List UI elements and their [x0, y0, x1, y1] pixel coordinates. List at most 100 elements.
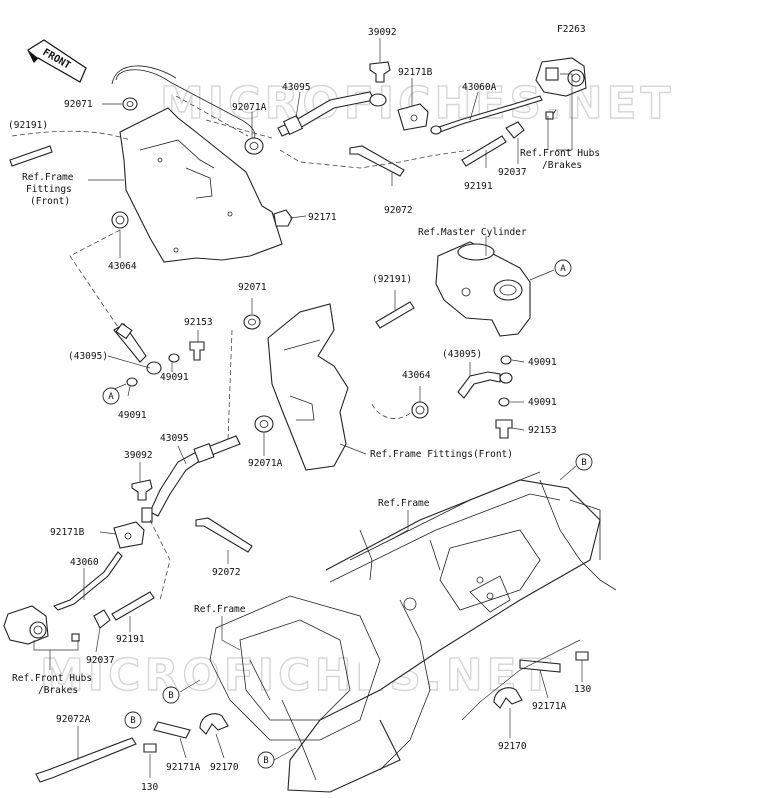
label-92170-right: 92170	[498, 741, 527, 752]
cable-tie-92072-mid	[195, 517, 253, 553]
label-130-right: 130	[574, 684, 591, 695]
label-ref-front-hubs-top-2: /Brakes	[542, 160, 582, 171]
label-49091-right-a: 49091	[528, 357, 557, 368]
label-92153-left: 92153	[184, 317, 213, 328]
svg-text:B: B	[168, 691, 173, 701]
grommet-92071A-top	[244, 137, 264, 155]
frame-fitting-bracket-top	[119, 107, 283, 263]
label-92191-bottom: 92191	[116, 634, 145, 645]
label-ref-frame-fittings-3: (Front)	[30, 196, 70, 207]
label-49091-left-a: 49091	[160, 372, 189, 383]
label-92191-top: 92191	[464, 181, 493, 192]
cable-tie-92072-top	[349, 145, 405, 177]
grommet-92071-top	[122, 97, 138, 111]
label-ref-master-cylinder: Ref.Master Cylinder	[418, 227, 527, 238]
tube-92191-bottom	[111, 591, 155, 621]
label-92171A-right: 92171A	[532, 701, 567, 712]
label-43064-top: 43064	[108, 261, 137, 272]
clip-92171	[273, 209, 293, 227]
label-92071-mid: 92071	[238, 282, 267, 293]
label-92170-bottom: 92170	[210, 762, 239, 773]
frame-assembly	[209, 471, 617, 793]
label-39092-mid: 39092	[124, 450, 153, 461]
bolt-130-right	[575, 651, 589, 661]
label-49091-left-b: 49091	[118, 410, 147, 421]
label-92071A-mid: 92071A	[248, 458, 283, 469]
brake-caliper-bottom	[3, 605, 49, 645]
washer-49091-right-b	[498, 397, 510, 407]
label-43095-paren-right: (43095)	[442, 349, 482, 360]
svg-text:B: B	[263, 756, 268, 766]
clamp-92170-bottom	[199, 713, 229, 735]
label-130-bottom: 130	[141, 782, 158, 793]
figure-code: F2263	[557, 24, 586, 35]
callout-b-left: B	[162, 686, 180, 704]
grommet-43064-mid	[411, 401, 429, 419]
label-92153-right: 92153	[528, 425, 557, 436]
frame-fitting-bracket-middle	[267, 303, 349, 471]
leader-lines	[33, 38, 583, 778]
label-92171-top: 92171	[308, 212, 337, 223]
callout-a-left: A	[102, 387, 120, 405]
label-92072-top: 92072	[384, 205, 413, 216]
brake-pipe-43060A	[434, 95, 543, 133]
label-ref-front-hubs-top-1: Ref.Front Hubs	[520, 148, 600, 159]
grommet-92071A-mid	[254, 415, 274, 433]
bracket-92171B-mid	[113, 521, 145, 549]
label-ref-frame-fittings-1: Ref.Frame	[22, 172, 74, 183]
label-92191-paren-mid: (92191)	[372, 274, 412, 285]
label-39092-top: 39092	[368, 27, 397, 38]
callout-b-right: B	[575, 453, 593, 471]
label-49091-right-b: 49091	[528, 397, 557, 408]
bolt-92153-right	[495, 419, 513, 439]
master-cylinder	[435, 241, 531, 337]
bracket-92171B-top	[397, 103, 429, 131]
label-92072-mid: 92072	[212, 567, 241, 578]
cable-tie-92072A	[35, 737, 137, 783]
label-92072A: 92072A	[56, 714, 91, 725]
brake-hose-loop-top	[115, 69, 256, 143]
svg-text:B: B	[581, 458, 586, 468]
label-ref-frame-fittings-front: Ref.Frame Fittings(Front)	[370, 449, 513, 460]
washer-49091-left-b	[126, 377, 138, 387]
tube-92191-left	[9, 145, 53, 167]
label-92171A-bottom: 92171A	[166, 762, 201, 773]
washer-49091-right-a	[500, 355, 512, 365]
bracket-92171A-right	[519, 659, 561, 673]
label-92037-top: 92037	[498, 167, 527, 178]
label-92071A-top: 92071A	[232, 102, 267, 113]
front-arrow-icon: FRONT	[27, 39, 87, 83]
label-43064-mid: 43064	[402, 370, 431, 381]
label-43095-mid: 43095	[160, 433, 189, 444]
label-ref-frame-bottom: Ref.Frame	[194, 604, 246, 615]
bolt-130-bottom	[143, 743, 157, 753]
label-92037-bottom: 92037	[86, 655, 115, 666]
tube-92191-top	[461, 135, 507, 167]
clamp-92170-right	[493, 687, 523, 709]
brake-caliper-top	[535, 57, 587, 97]
bracket-92171A-bottom	[153, 721, 191, 739]
washer-49091-left-a	[168, 353, 180, 363]
label-43095-top: 43095	[282, 82, 311, 93]
svg-text:A: A	[560, 264, 566, 274]
watermark-bottom: MICROFICHES.NET	[40, 650, 555, 701]
grommet-92071-mid	[243, 314, 261, 330]
label-43060: 43060	[70, 557, 99, 568]
clip-39092-mid	[131, 479, 153, 501]
label-92171B-top: 92171B	[398, 67, 433, 78]
label-ref-front-hubs-bottom-1: Ref.Front Hubs	[12, 673, 92, 684]
label-92171B-mid: 92171B	[50, 527, 85, 538]
callout-b-bottom: B	[257, 751, 275, 769]
brake-hose-43095-mid	[149, 435, 241, 517]
brake-pipe-43060	[53, 551, 123, 611]
label-43060A: 43060A	[462, 82, 497, 93]
label-ref-front-hubs-bottom-2: /Brakes	[38, 685, 78, 696]
label-92191-paren-top: (92191)	[8, 120, 48, 131]
brake-hose-43095-right	[457, 371, 501, 399]
clamp-92037-bottom	[93, 609, 111, 629]
svg-text:B: B	[130, 716, 135, 726]
grommet-43064-top	[111, 211, 129, 229]
label-43095-paren-left: (43095)	[68, 351, 108, 362]
callout-b-bottom-left: B	[124, 711, 142, 729]
